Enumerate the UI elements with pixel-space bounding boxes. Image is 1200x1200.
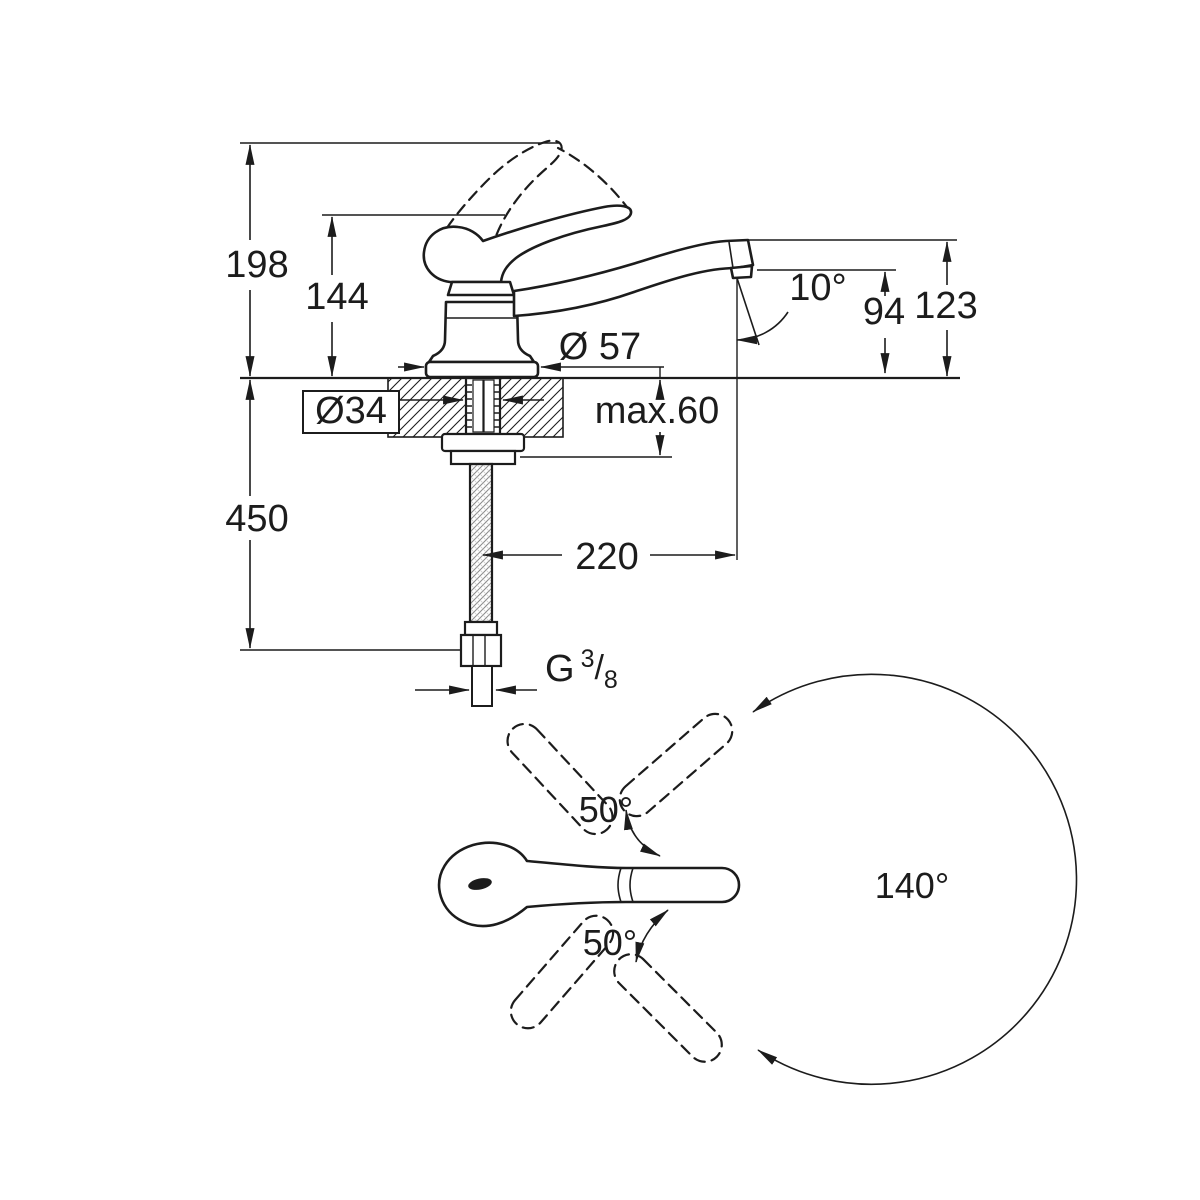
handle-motion-dashed-arc [556, 146, 632, 213]
thread-nipple [471, 665, 493, 707]
hose-hex-nut [459, 633, 503, 668]
spout-outline [512, 238, 755, 318]
dim-max-thickness: max.60 [595, 390, 720, 432]
supply-hose [468, 462, 494, 624]
aerator-outline [729, 264, 754, 280]
thread-numerator: 3 [581, 645, 595, 673]
lever-sleeve-line-1 [617, 867, 622, 903]
dim-spout-height: 123 [914, 285, 977, 327]
mounting-washer [440, 432, 526, 453]
dim-handle-height: 144 [305, 276, 368, 318]
countertop-section [387, 377, 564, 438]
angle-10-arc [736, 311, 789, 345]
lever-position-upper-left-dashed [506, 722, 614, 836]
dim-swivel-range: 140° [875, 865, 949, 906]
thread-denominator: 8 [604, 666, 618, 694]
dimension-annotations: 198 144 450 123 94 10° Ø 57 Ø34 max [225, 142, 978, 695]
lever-sleeve-line-2 [629, 867, 634, 903]
dim-hose-length: 450 [225, 498, 288, 540]
faucet-side-view [387, 139, 755, 707]
shank-thread-ticks [466, 384, 500, 428]
dim-outlet-height: 94 [863, 291, 905, 333]
handle-logo-mark [468, 878, 492, 890]
swivel-140-arc [752, 673, 1078, 1086]
dim-spout-angle: 10° [789, 267, 846, 309]
swivel-50-up-arc [624, 809, 661, 857]
lever-position-lower-left-dashed [509, 914, 615, 1030]
shank-hose-channel-left [472, 379, 484, 433]
dim-height-total: 198 [225, 244, 288, 286]
dim-hole-diameter: Ø34 [315, 390, 387, 432]
dim-34-label-box [302, 390, 400, 434]
dim-swivel-up: 50° [579, 789, 633, 830]
dim-swivel-down: 50° [583, 922, 637, 963]
mounting-nut [449, 449, 517, 466]
escutcheon-base [424, 360, 540, 379]
shank-hose-channel-right [483, 379, 495, 433]
lever-position-upper-right-dashed [618, 712, 734, 818]
thread-prefix: G [545, 648, 575, 690]
hex-nut-facets [472, 635, 486, 666]
angle-10-line [736, 277, 760, 346]
hose-collar [463, 620, 499, 637]
handle-top-view: 50° 50° 140° [437, 673, 1078, 1086]
cartridge-cap [446, 280, 516, 297]
dim-spout-diameter: Ø 57 [559, 326, 641, 368]
handle-lever-outline [422, 204, 633, 284]
spout-outlet-edge [728, 241, 734, 269]
thread-slash: / [594, 649, 604, 687]
swivel-50-down-arc [635, 909, 669, 963]
lever-position-lower-right-dashed [613, 953, 723, 1063]
dim-reach: 220 [575, 536, 638, 578]
handle-top-outline [437, 841, 741, 928]
